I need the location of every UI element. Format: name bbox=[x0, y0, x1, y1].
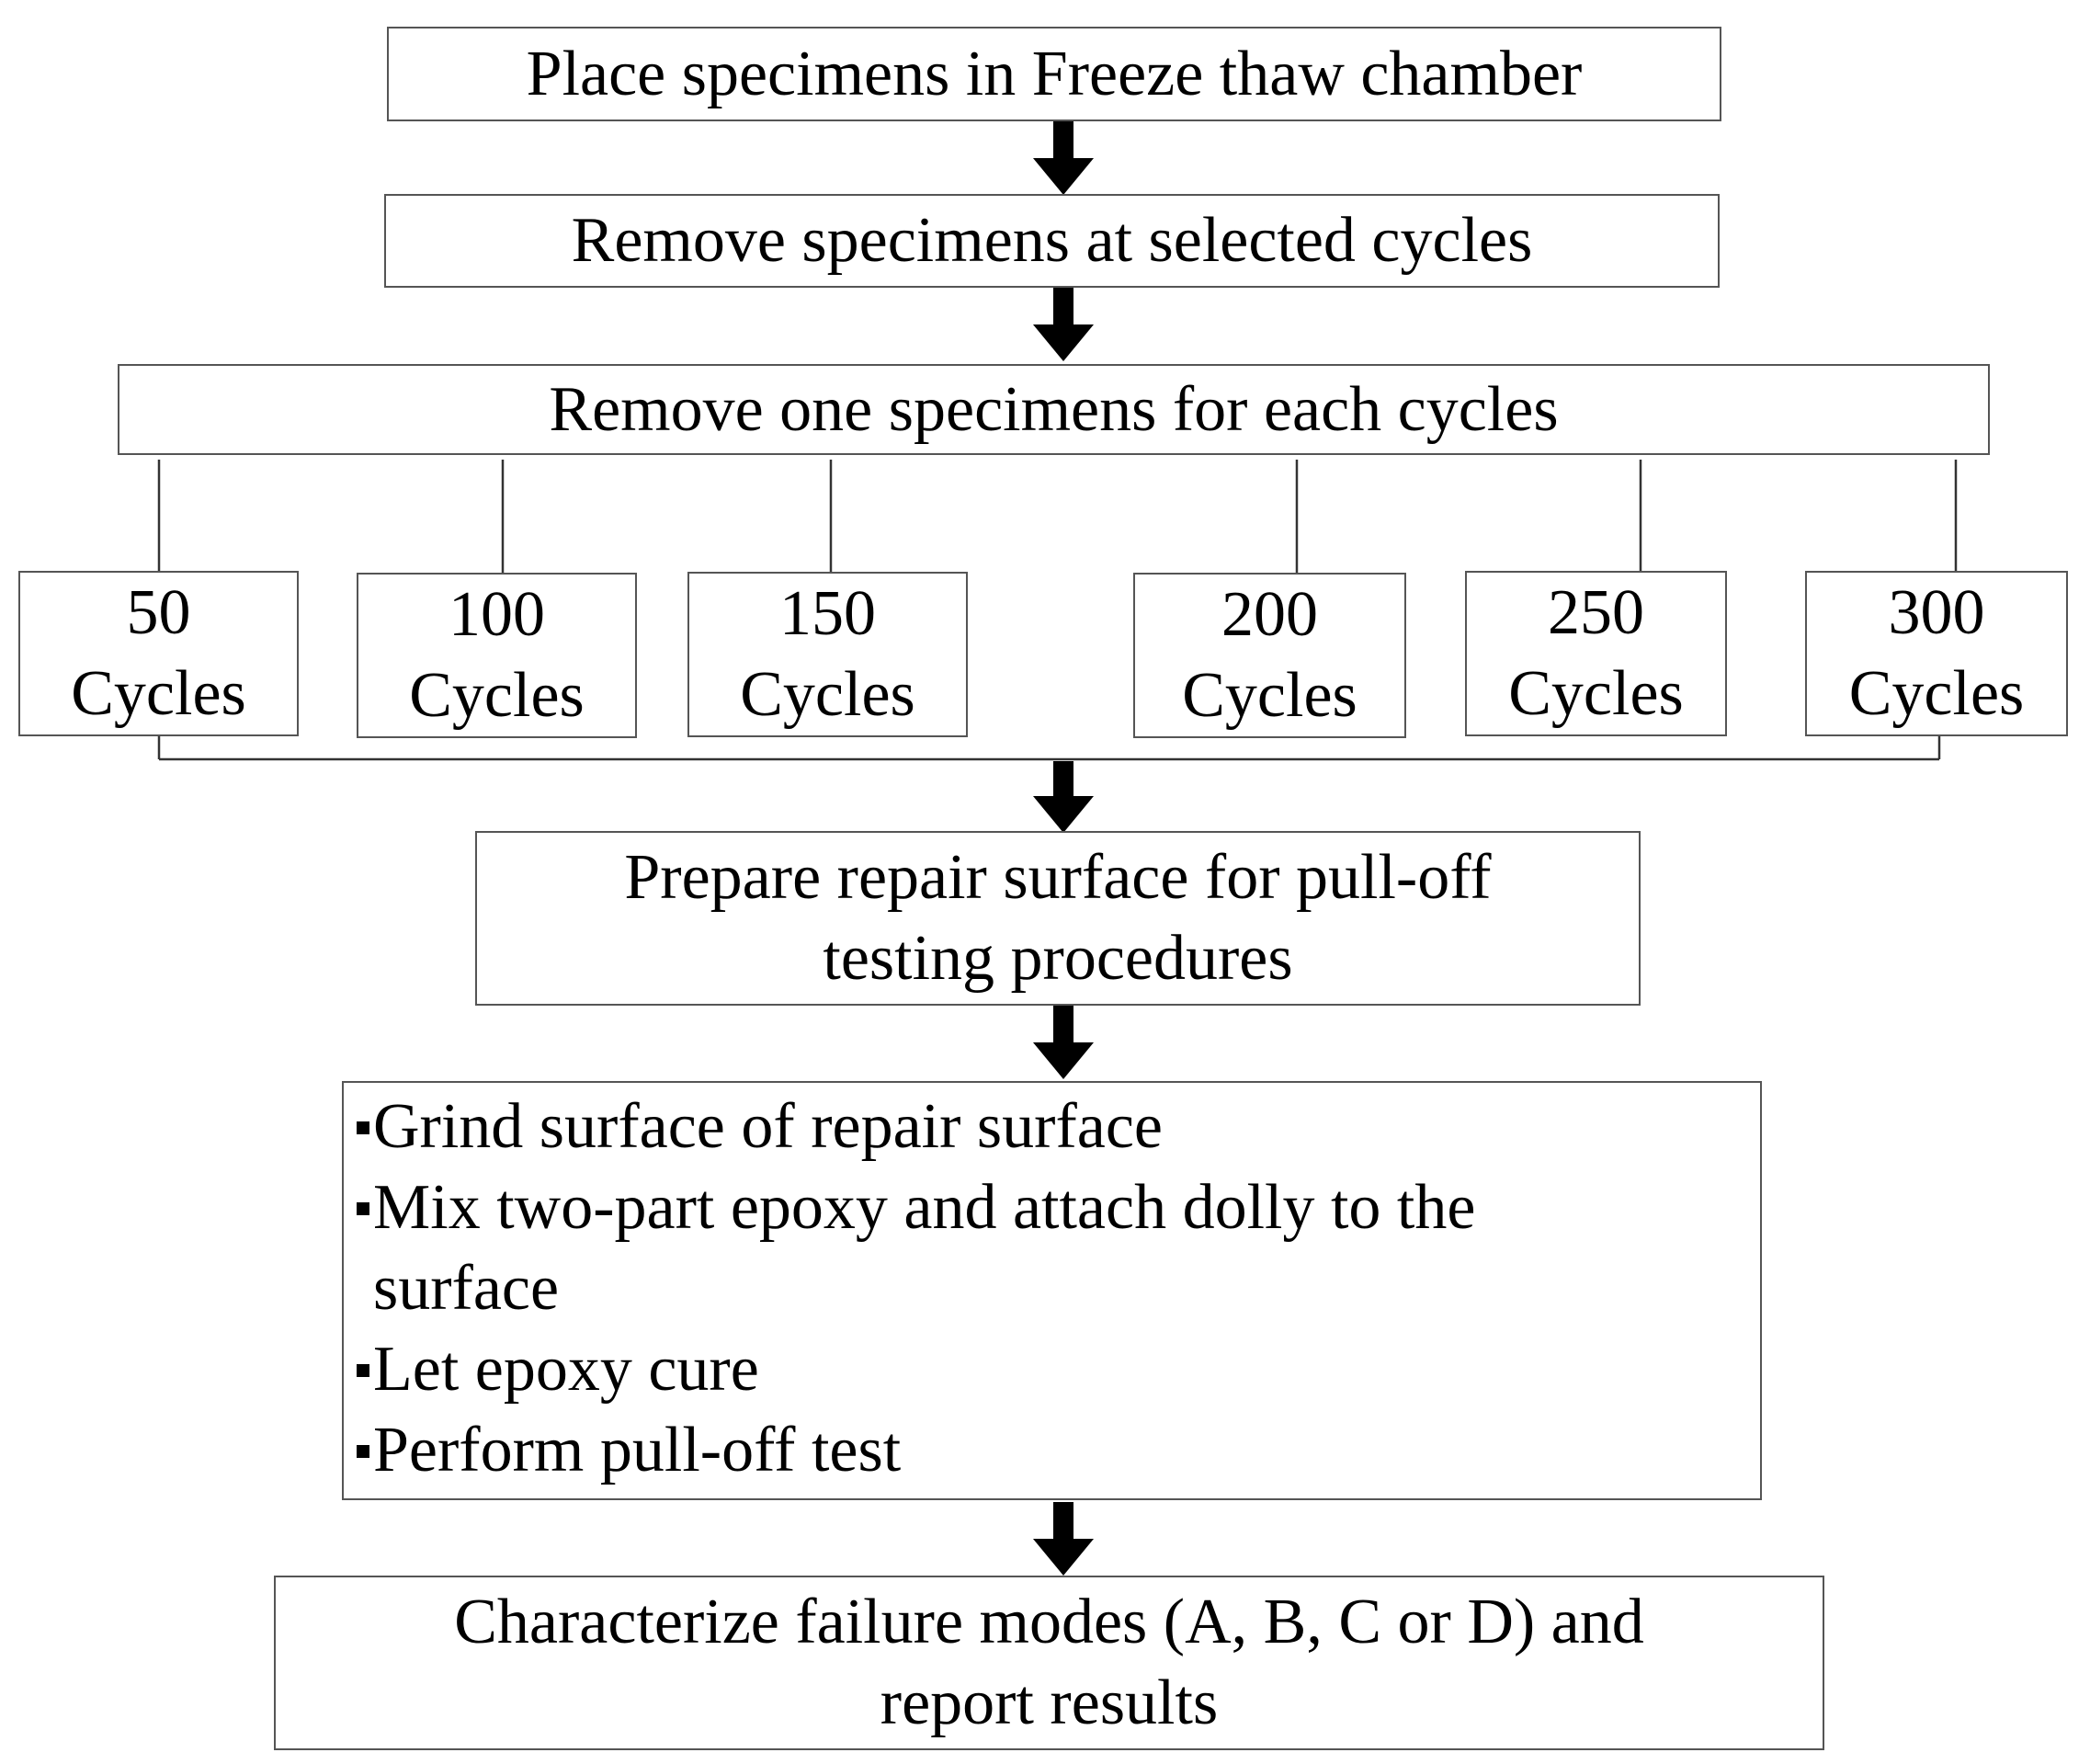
step-remove-one-text: Remove one specimens for each cycles bbox=[549, 373, 1559, 445]
cycle-box-100: 100 Cycles bbox=[357, 573, 637, 738]
cycle-box-150: 150 Cycles bbox=[687, 572, 968, 737]
procedure-item: Mix two-part epoxy and attach dolly to t… bbox=[357, 1167, 1760, 1329]
procedure-item: Grind surface of repair surface bbox=[357, 1087, 1760, 1167]
square-bullet-icon bbox=[357, 1364, 369, 1377]
cycle-unit: Cycles bbox=[1508, 658, 1684, 729]
step-procedure-list: Grind surface of repair surface Mix two-… bbox=[342, 1081, 1762, 1500]
procedure-item: Perform pull-off test bbox=[357, 1410, 1760, 1491]
step-remove-one: Remove one specimens for each cycles bbox=[118, 364, 1990, 455]
cycle-unit: Cycles bbox=[409, 660, 585, 731]
square-bullet-icon bbox=[357, 1202, 369, 1215]
arrow-procedure-to-characterize bbox=[1033, 1502, 1094, 1576]
cycle-box-200: 200 Cycles bbox=[1133, 573, 1406, 738]
step-remove-selected-text: Remove specimens at selected cycles bbox=[571, 205, 1533, 276]
square-bullet-icon bbox=[357, 1445, 369, 1458]
procedure-item-text: Perform pull-off test bbox=[373, 1415, 902, 1485]
cycle-unit: Cycles bbox=[71, 658, 246, 729]
cycle-count: 250 bbox=[1548, 577, 1644, 648]
cycle-count: 150 bbox=[779, 578, 876, 649]
square-bullet-icon bbox=[357, 1121, 369, 1134]
cycle-count: 300 bbox=[1888, 577, 1985, 648]
branch-lines bbox=[157, 460, 1958, 573]
step-prepare-line2: testing procedures bbox=[823, 923, 1293, 994]
cycle-box-300: 300 Cycles bbox=[1805, 571, 2068, 736]
step-place-specimens: Place specimens in Freeze thaw chamber bbox=[387, 27, 1721, 121]
procedure-item-text: Grind surface of repair surface bbox=[373, 1091, 1163, 1162]
cycle-count: 50 bbox=[126, 577, 191, 648]
step-place-specimens-text: Place specimens in Freeze thaw chamber bbox=[526, 38, 1583, 109]
cycle-count: 100 bbox=[449, 579, 545, 650]
cycle-box-250: 250 Cycles bbox=[1465, 571, 1727, 736]
step-characterize-results: Characterize failure modes (A, B, C or D… bbox=[274, 1576, 1824, 1750]
cycle-count: 200 bbox=[1221, 579, 1318, 650]
step-characterize-line1: Characterize failure modes (A, B, C or D… bbox=[454, 1587, 1644, 1657]
cycle-unit: Cycles bbox=[740, 659, 915, 730]
procedure-item-text: Mix two-part epoxy and attach dolly to t… bbox=[373, 1172, 1476, 1324]
cycle-unit: Cycles bbox=[1848, 658, 2025, 729]
arrow-remove-to-each bbox=[1033, 288, 1094, 361]
procedure-item: Let epoxy cure bbox=[357, 1329, 1760, 1410]
merge-lines bbox=[157, 735, 1941, 761]
cycle-box-50: 50 Cycles bbox=[18, 571, 299, 736]
arrow-merge-to-prepare bbox=[1033, 761, 1094, 833]
step-prepare-surface: Prepare repair surface for pull-off test… bbox=[475, 831, 1641, 1006]
arrow-prepare-to-procedure bbox=[1033, 1006, 1094, 1079]
step-prepare-line1: Prepare repair surface for pull-off bbox=[624, 842, 1492, 913]
procedure-item-text: Let epoxy cure bbox=[373, 1334, 759, 1405]
arrow-place-to-remove bbox=[1033, 121, 1094, 195]
step-remove-selected: Remove specimens at selected cycles bbox=[384, 194, 1720, 288]
step-characterize-line2: report results bbox=[880, 1667, 1219, 1738]
cycle-unit: Cycles bbox=[1182, 660, 1357, 731]
